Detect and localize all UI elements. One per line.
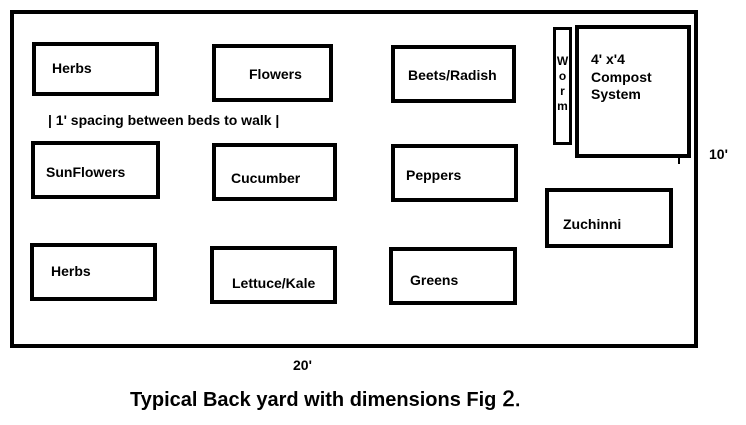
bed-cucumber: Cucumber: [212, 143, 337, 201]
yard-outline: [10, 10, 698, 348]
worm-bin: W o r m: [553, 27, 572, 145]
spacing-note: | 1' spacing between beds to walk |: [48, 112, 280, 128]
bed-lettuce-kale: Lettuce/Kale: [210, 246, 337, 304]
bed-label: Herbs: [51, 263, 91, 279]
bed-zuchinni: Zuchinni: [545, 188, 673, 248]
bed-greens: Greens: [389, 247, 517, 305]
bed-herbs-top: Herbs: [32, 42, 159, 96]
bed-label: Lettuce/Kale: [232, 275, 316, 291]
bed-peppers: Peppers: [391, 144, 518, 202]
bed-label: Herbs: [52, 60, 92, 76]
caption-text: Typical Back yard with dimensions Fig: [130, 389, 497, 411]
bed-label: Flowers: [249, 66, 302, 82]
bed-sunflowers: SunFlowers: [31, 141, 160, 199]
worm-letter: o: [558, 69, 567, 83]
worm-letter: r: [560, 84, 565, 98]
compost-label-2: System: [591, 86, 641, 102]
bed-herbs-bottom: Herbs: [30, 243, 157, 301]
compost-label: Compost: [591, 69, 652, 85]
bed-label: Zuchinni: [563, 216, 622, 232]
worm-letter: W: [556, 54, 569, 68]
dimension-tick: [678, 158, 680, 164]
caption-number: 2.: [502, 386, 521, 412]
bed-flowers: Flowers: [212, 44, 333, 102]
depth-dimension: 10': [709, 146, 728, 162]
bed-beets-radish: Beets/Radish: [391, 45, 516, 103]
bed-label: Beets/Radish: [408, 67, 497, 83]
bed-label: Cucumber: [231, 170, 301, 186]
bed-label: SunFlowers: [46, 164, 126, 180]
compost-size: 4' x'4: [591, 51, 625, 67]
worm-letter: m: [557, 99, 568, 113]
bed-label: Greens: [410, 272, 459, 288]
bed-label: Peppers: [406, 167, 462, 183]
compost-system: 4' x'4 Compost System: [575, 25, 691, 158]
width-dimension: 20': [293, 357, 312, 373]
